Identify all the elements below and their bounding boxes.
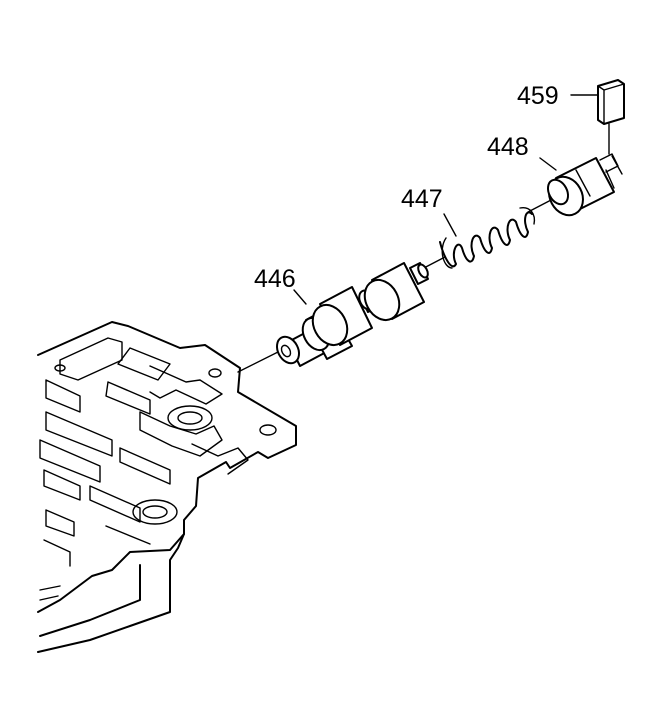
callout-459: 459	[517, 82, 559, 110]
part-447-spring	[439, 207, 536, 269]
leader-448	[539, 157, 557, 171]
leader-447	[443, 213, 457, 237]
part-446-valve	[275, 262, 429, 367]
leader-lines	[293, 94, 598, 305]
leader-446	[293, 289, 307, 305]
part-448-sleeve	[546, 153, 623, 217]
valve-body	[37, 321, 297, 653]
part-459-retainer	[597, 79, 625, 155]
callout-446: 446	[254, 265, 296, 293]
callout-448: 448	[487, 133, 529, 161]
callout-447: 447	[401, 185, 443, 213]
